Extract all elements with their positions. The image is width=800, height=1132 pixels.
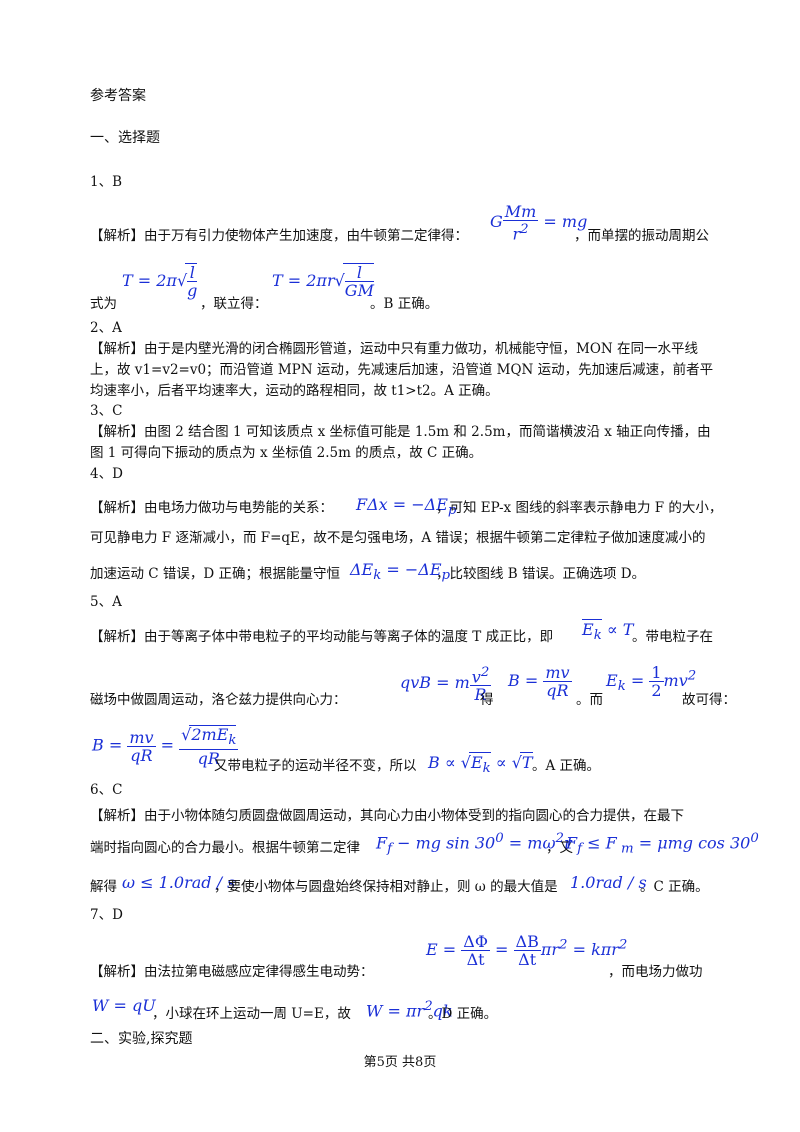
q6-text-3c: 。C 正确。 — [640, 879, 709, 895]
q6-formula-omega-max: 1.0rad / s — [570, 873, 647, 892]
q5-text-1b: 。带电粒子在 — [632, 629, 713, 645]
q4-formula-work: FΔx = −ΔEp — [356, 495, 457, 519]
q2-text-2: 上，故 v1=v2=v0；而沿管道 MPN 运动，先减速后加速，沿管道 MQN … — [90, 362, 714, 378]
q7-text-2b: 。D 正确。 — [428, 1006, 498, 1022]
q1-text-1b: ，而单摆的振动周期公 — [574, 228, 709, 244]
q6-text-3b: ，要使小物体与圆盘始终保持相对静止，则 ω 的最大值是 — [214, 879, 558, 895]
q2-text-1: 【解析】由于是内壁光滑的闭合椭圆形管道，运动中只有重力做功，机械能守恒，MON … — [90, 341, 698, 357]
q4-answer: 4、D — [90, 466, 123, 482]
q7-text-1a: 【解析】由法拉第电磁感应定律得感生电动势： — [90, 964, 374, 980]
q2-text-3: 均速率小，后者平均速率大，运动的路程相同，故 t1>t2。A 正确。 — [90, 383, 499, 399]
q5-text-2a: 磁场中做圆周运动，洛仑兹力提供向心力： — [90, 692, 347, 708]
q3-text-2: 图 1 可得向下振动的质点为 x 坐标值 2.5m 的质点，故 C 正确。 — [90, 445, 483, 461]
q6-text-1: 【解析】由于小物体随匀质圆盘做圆周运动，其向心力由小物体受到的指向圆心的合力提供… — [90, 808, 684, 824]
q5-answer: 5、A — [90, 594, 122, 610]
q4-text-3a: 加速运动 C 错误，D 正确；根据能量守恒 — [90, 566, 341, 582]
q4-text-1b: ，可知 EP-x 图线的斜率表示静电力 F 的大小， — [436, 500, 723, 516]
q6-text-2a: 端时指向圆心的合力最小。根据牛顿第二定律 — [90, 840, 360, 856]
q5-text-3b: 。A 正确。 — [532, 758, 601, 774]
q5-formula-kinetic-temp: Ek ∝ T — [582, 619, 634, 644]
q1-text-2c: 。B 正确。 — [370, 296, 439, 312]
q2-answer: 2、A — [90, 320, 122, 336]
q7-answer: 7、D — [90, 907, 123, 923]
q3-answer: 3、C — [90, 403, 123, 419]
section-experiment-title: 二、实验,探究题 — [90, 1031, 193, 1047]
q7-formula-work-result: W = πr2qk — [366, 999, 453, 1021]
q7-text-1b: ，而电场力做功 — [608, 964, 703, 980]
q3-text-1: 【解析】由图 2 结合图 1 可知该质点 x 坐标值可能是 1.5m 和 2.5… — [90, 424, 711, 440]
q6-answer: 6、C — [90, 782, 123, 798]
q7-text-2a: ，小球在环上运动一周 U=E，故 — [152, 1006, 351, 1022]
q4-text-2: 可见静电力 F 逐渐减小，而 F=qE，故不是匀强电场，A 错误；根据牛顿第二定… — [90, 530, 706, 546]
q5-text-3a: 又带电粒子的运动半径不变，所以 — [214, 758, 417, 774]
q5-text-2c: 。而 — [576, 692, 603, 708]
q5-text-2b: 得 — [480, 692, 494, 708]
q4-formula-energy: ΔEk = −ΔEp — [350, 560, 451, 584]
section-choice-title: 一、选择题 — [90, 130, 160, 146]
q7-formula-work: W = qU — [92, 996, 156, 1015]
q5-formula-proportion: B ∝ √Ek ∝ √T — [428, 752, 533, 777]
q1-text-1a: 【解析】由于万有引力使物体产生加速度，由牛顿第二定律得： — [90, 228, 468, 244]
q1-text-2b: ，联立得： — [200, 296, 268, 312]
q6-text-3a: 解得 — [90, 879, 117, 895]
q4-text-3b: ，比较图线 B 错误。正确选项 D。 — [436, 566, 646, 582]
q4-text-1a: 【解析】由电场力做功与电势能的关系： — [90, 500, 333, 516]
q6-text-2b: ，又 — [546, 840, 573, 856]
q1-answer: 1、B — [90, 174, 123, 190]
q5-text-1a: 【解析】由于等离子体中带电粒子的平均动能与等离子体的温度 T 成正比，即 — [90, 629, 554, 645]
page-footer: 第5页 共8页 — [363, 1055, 437, 1070]
q6-formula-omega-range: ω ≤ 1.0rad / s — [122, 873, 236, 892]
q6-formula-friction: Ff ≤ F m = μmg cos 300 — [566, 831, 759, 857]
q1-text-2a: 式为 — [90, 296, 117, 312]
q5-text-2d: 故可得： — [682, 692, 736, 708]
answer-title: 参考答案 — [90, 88, 146, 104]
q6-formula-newton: Ff − mg sin 300 = mω2r — [376, 831, 572, 857]
